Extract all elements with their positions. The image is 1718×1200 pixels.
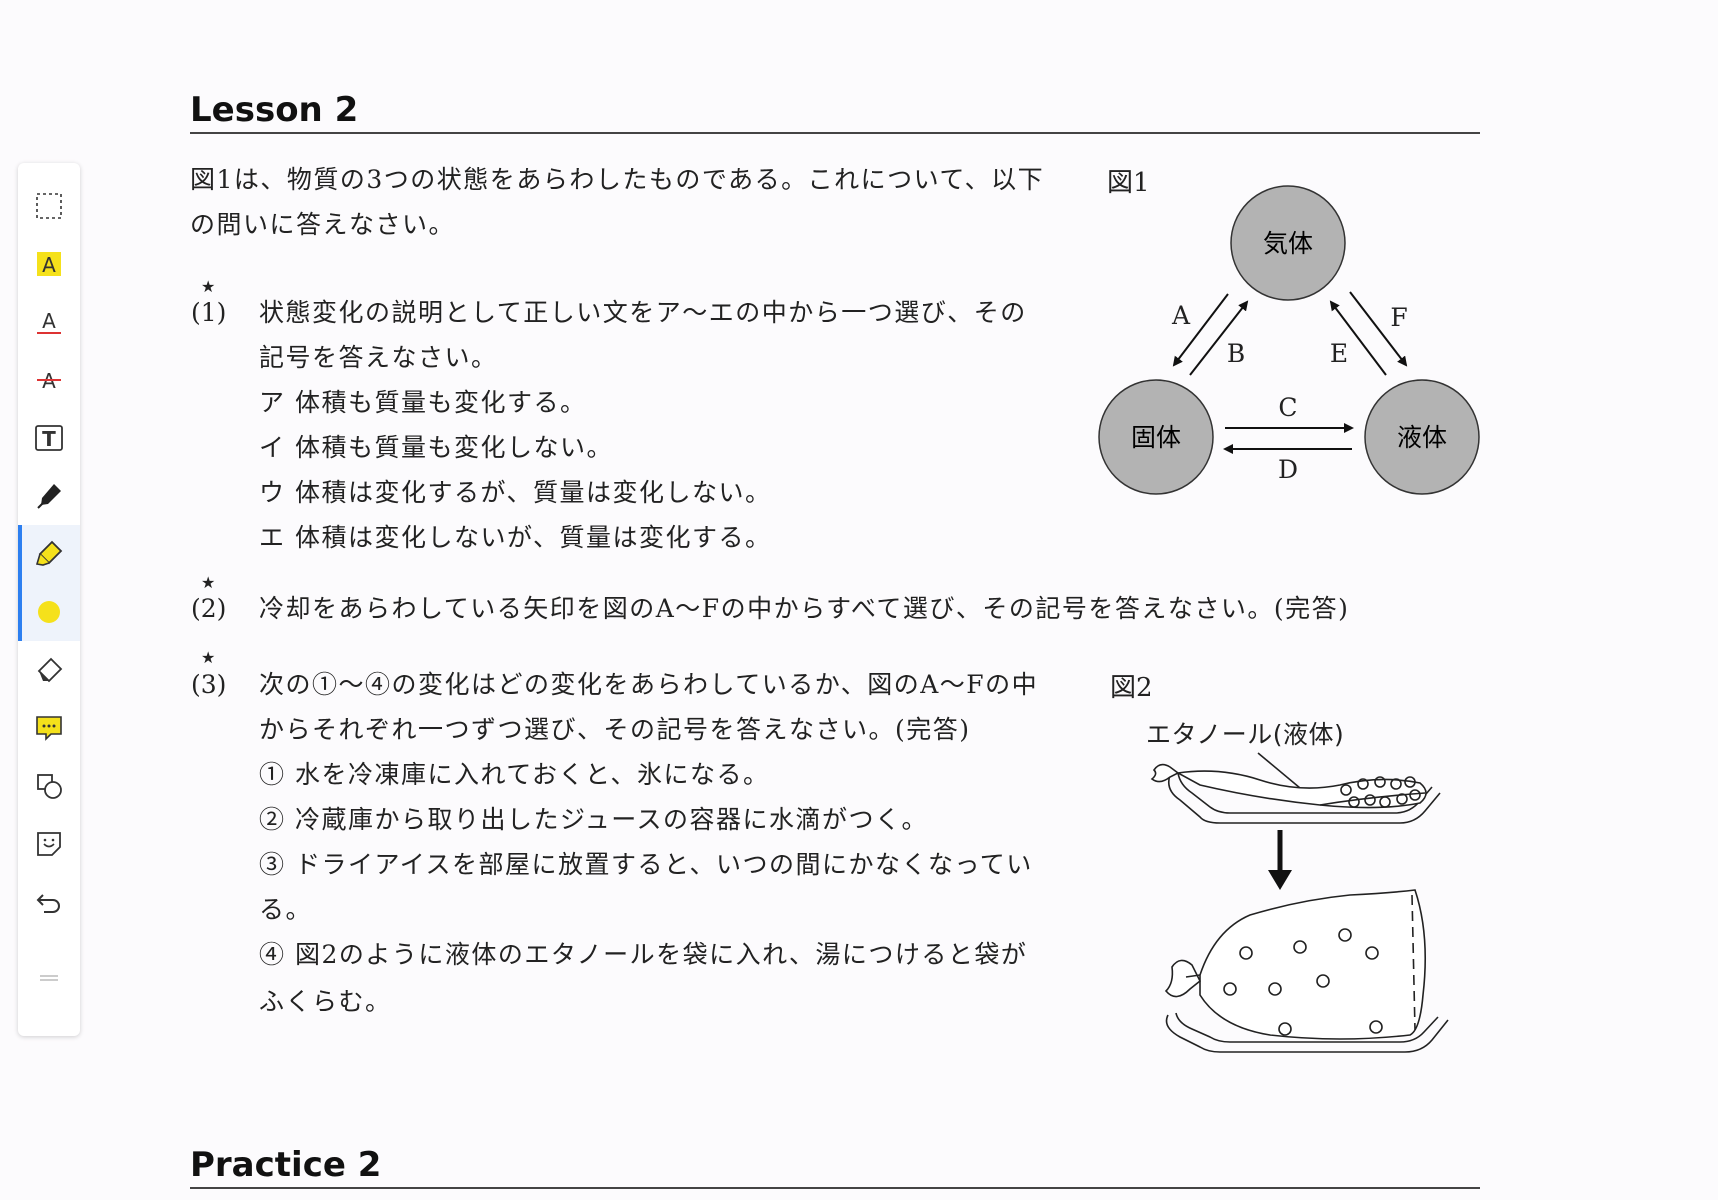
shapes-icon — [34, 771, 64, 801]
q3-line: からそれぞれ一つずつ選び、その記号を答えなさい。(完答) — [259, 715, 971, 744]
drag-handle-icon — [37, 973, 61, 983]
arrow-a — [1172, 293, 1229, 367]
pen-tool[interactable] — [18, 467, 80, 525]
intro-line-2: の問いに答えなさい。 — [190, 210, 456, 239]
q1-star: ★ — [201, 277, 216, 296]
svg-text:A: A — [42, 309, 56, 333]
lesson-heading: Lesson 2 — [190, 90, 1480, 134]
solid-label: 固体 — [1131, 423, 1181, 452]
liquid-state-node: 液体 — [1364, 379, 1480, 495]
q2-line: 冷却をあらわしている矢印を図のA〜Fの中からすべて選び、その記号を答えなさい。(… — [259, 594, 1350, 623]
liquid-label: 液体 — [1397, 423, 1447, 452]
q3-number: (3) — [191, 670, 227, 699]
comment-tool[interactable] — [18, 699, 80, 757]
select-rect-icon — [34, 191, 64, 221]
q3-item: ② 冷蔵庫から取り出したジュースの容器に水滴がつく。 — [259, 805, 928, 834]
highlight-text-tool[interactable]: A — [18, 235, 80, 293]
q1-line: 状態変化の説明として正しい文をア〜エの中から一つ選び、その — [259, 298, 1027, 327]
gas-state-node: 気体 — [1230, 185, 1346, 301]
pen-icon — [34, 481, 64, 511]
intro-line-1: 図1は、物質の3つの状態をあらわしたものである。これについて、以下 — [190, 165, 1045, 194]
q2-number: (2) — [191, 594, 227, 623]
arrow-b-label: B — [1227, 339, 1245, 368]
svg-text:A: A — [42, 253, 56, 277]
q3-line: 次の①〜④の変化はどの変化をあらわしているか、図のA〜Fの中 — [259, 670, 1039, 699]
arrow-e — [1329, 300, 1387, 376]
toolbar-drag-handle[interactable] — [18, 963, 80, 993]
strikethrough-text-tool[interactable]: A — [18, 351, 80, 409]
sticker-icon — [34, 829, 64, 859]
undo-icon — [34, 887, 64, 917]
highlighter-tool[interactable] — [18, 525, 80, 583]
q1-option: ウ 体積は変化するが、質量は変化しない。 — [259, 478, 772, 507]
text-box-tool[interactable]: T — [18, 409, 80, 467]
solid-state-node: 固体 — [1098, 379, 1214, 495]
annotation-toolbar-panel: A A A T — [18, 163, 80, 1036]
sticker-tool[interactable] — [18, 815, 80, 873]
q1-option: ア 体積も質量も変化する。 — [259, 388, 587, 417]
undo-tool[interactable] — [18, 873, 80, 931]
q3-item: ふくらむ。 — [259, 987, 392, 1016]
q1-line: 記号を答えなさい。 — [259, 343, 498, 372]
figure1-state-diagram: 気体 固体 液体 A B E F C D — [1098, 185, 1480, 495]
text-box-icon: T — [33, 422, 65, 454]
q3-item: ③ ドライアイスを部屋に放置すると、いつの間にかなくなってい — [259, 850, 1033, 879]
arrow-d-label: D — [1278, 455, 1298, 484]
color-swatch-icon — [34, 597, 64, 627]
select-rect-tool[interactable] — [18, 177, 80, 235]
figure2-ethanol-bag — [1150, 752, 1449, 1053]
underline-text-icon: A — [34, 307, 64, 337]
eraser-tool[interactable] — [18, 641, 80, 699]
q3-item: る。 — [259, 895, 313, 924]
q1-option: イ 体積も質量も変化しない。 — [259, 433, 613, 462]
q1-number: (1) — [191, 298, 227, 327]
practice-heading: Practice 2 — [190, 1145, 1480, 1189]
arrow-f — [1349, 291, 1408, 367]
underline-text-tool[interactable]: A — [18, 293, 80, 351]
color-swatch-tool[interactable] — [18, 583, 80, 641]
svg-text:T: T — [42, 427, 56, 451]
q3-star: ★ — [201, 648, 216, 667]
q3-item: ④ 図2のように液体のエタノールを袋に入れ、湯につけると袋が — [259, 940, 1028, 969]
q3-item: ① 水を冷凍庫に入れておくと、氷になる。 — [259, 760, 770, 789]
q2-star: ★ — [201, 573, 216, 592]
arrow-f-label: F — [1390, 303, 1407, 332]
highlighter-icon — [34, 539, 64, 569]
comment-icon — [34, 713, 64, 743]
arrow-c-label: C — [1278, 393, 1297, 422]
arrow-e-label: E — [1330, 339, 1348, 368]
gas-label: 気体 — [1263, 229, 1313, 258]
strikethrough-text-icon: A — [34, 365, 64, 395]
highlight-text-icon: A — [34, 249, 64, 279]
figure1-label: 図1 — [1107, 168, 1150, 198]
arrow-a-label: A — [1171, 301, 1191, 330]
eraser-icon — [34, 655, 64, 685]
q1-option: エ 体積は変化しないが、質量は変化する。 — [259, 523, 772, 552]
figure2-caption: エタノール(液体) — [1146, 720, 1345, 749]
arrow-b — [1189, 300, 1249, 376]
shapes-tool[interactable] — [18, 757, 80, 815]
figure2-label: 図2 — [1110, 673, 1153, 703]
